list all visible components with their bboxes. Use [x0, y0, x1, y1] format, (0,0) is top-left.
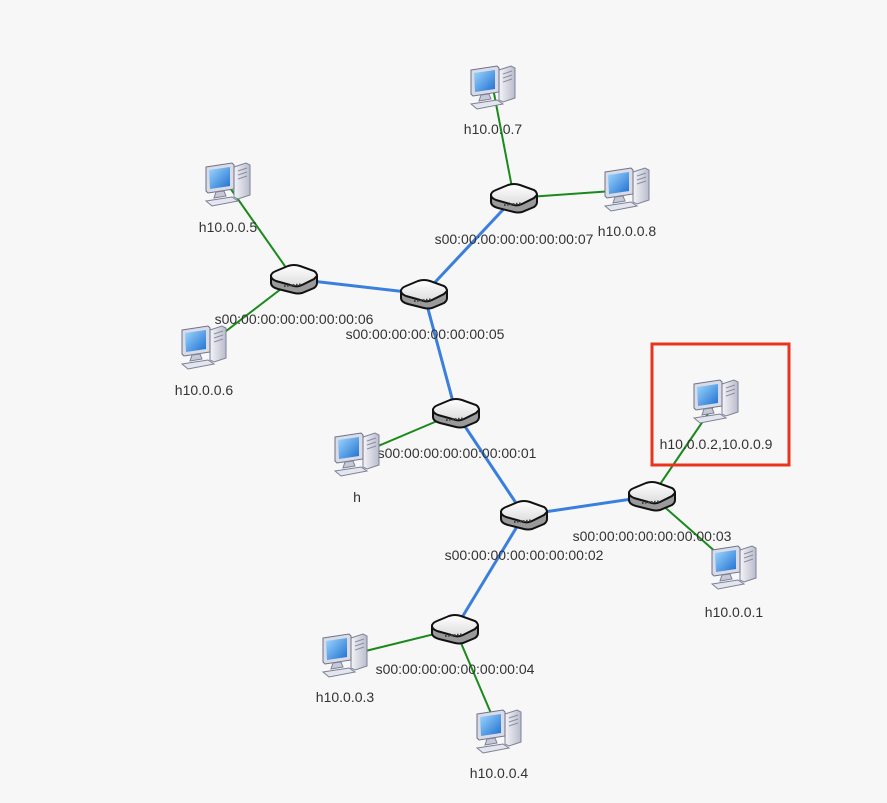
- link-s07-s05: [422, 196, 516, 296]
- switch-s01[interactable]: [431, 398, 481, 429]
- switch-s05[interactable]: [399, 279, 449, 310]
- host-computer-icon-h3[interactable]: [321, 633, 368, 678]
- switch-label-s05: s00:00:00:00:00:00:00:05: [346, 326, 505, 342]
- host-computer-icon-hh[interactable]: [333, 432, 380, 477]
- host-label-h4: h10.0.0.4: [470, 765, 529, 781]
- host-computer-icon-h8[interactable]: [603, 167, 650, 212]
- highlight-box: [650, 342, 791, 467]
- host-label-h2: h10.0.0.2,10.0.0.9: [660, 436, 773, 452]
- switch-s02[interactable]: [499, 500, 549, 531]
- host-label-h8: h10.0.0.8: [598, 223, 657, 239]
- host-computer-icon-h6[interactable]: [180, 325, 227, 370]
- switch-label-s01: s00:00:00:00:00:00:00:01: [378, 445, 537, 461]
- host-computer-icon-h7[interactable]: [469, 65, 516, 110]
- switch-label-s04: s00:00:00:00:00:00:00:04: [376, 661, 535, 677]
- host-label-h7: h10.0.0.7: [464, 121, 523, 137]
- host-label-h6: h10.0.0.6: [175, 382, 234, 398]
- switch-label-s06: s00:00:00:00:00:00:00:06: [215, 311, 374, 327]
- switch-s04[interactable]: [430, 614, 480, 645]
- host-computer-icon-h5[interactable]: [204, 162, 251, 207]
- link-s02-s04: [453, 514, 526, 630]
- host-label-h3: h10.0.0.3: [316, 689, 375, 705]
- switch-s06[interactable]: [269, 264, 319, 295]
- link-s05-s01: [422, 293, 458, 414]
- nodes-layer: s00:00:00:00:00:00:00:01 s00:00:00:00:00:…: [175, 65, 773, 781]
- host-label-hh: h: [353, 489, 361, 505]
- link-s06-h5: [227, 184, 295, 280]
- host-label-h1: h10.0.0.1: [705, 604, 764, 620]
- host-computer-icon-h1[interactable]: [710, 545, 757, 590]
- host-label-h5: h10.0.0.5: [199, 219, 258, 235]
- switch-label-s07: s00:00:00:00:00:00:00:07: [435, 231, 594, 247]
- link-s07-h7: [492, 87, 515, 199]
- switch-s07[interactable]: [489, 183, 539, 214]
- host-computer-icon-h4[interactable]: [475, 709, 522, 754]
- link-s01-s02: [454, 412, 526, 516]
- switch-s03[interactable]: [627, 481, 677, 512]
- switch-label-s03: s00:00:00:00:00:00:00:03: [573, 528, 732, 544]
- host-computer-icon-h2[interactable]: [692, 379, 739, 424]
- switch-label-s02: s00:00:00:00:00:00:00:02: [445, 547, 604, 563]
